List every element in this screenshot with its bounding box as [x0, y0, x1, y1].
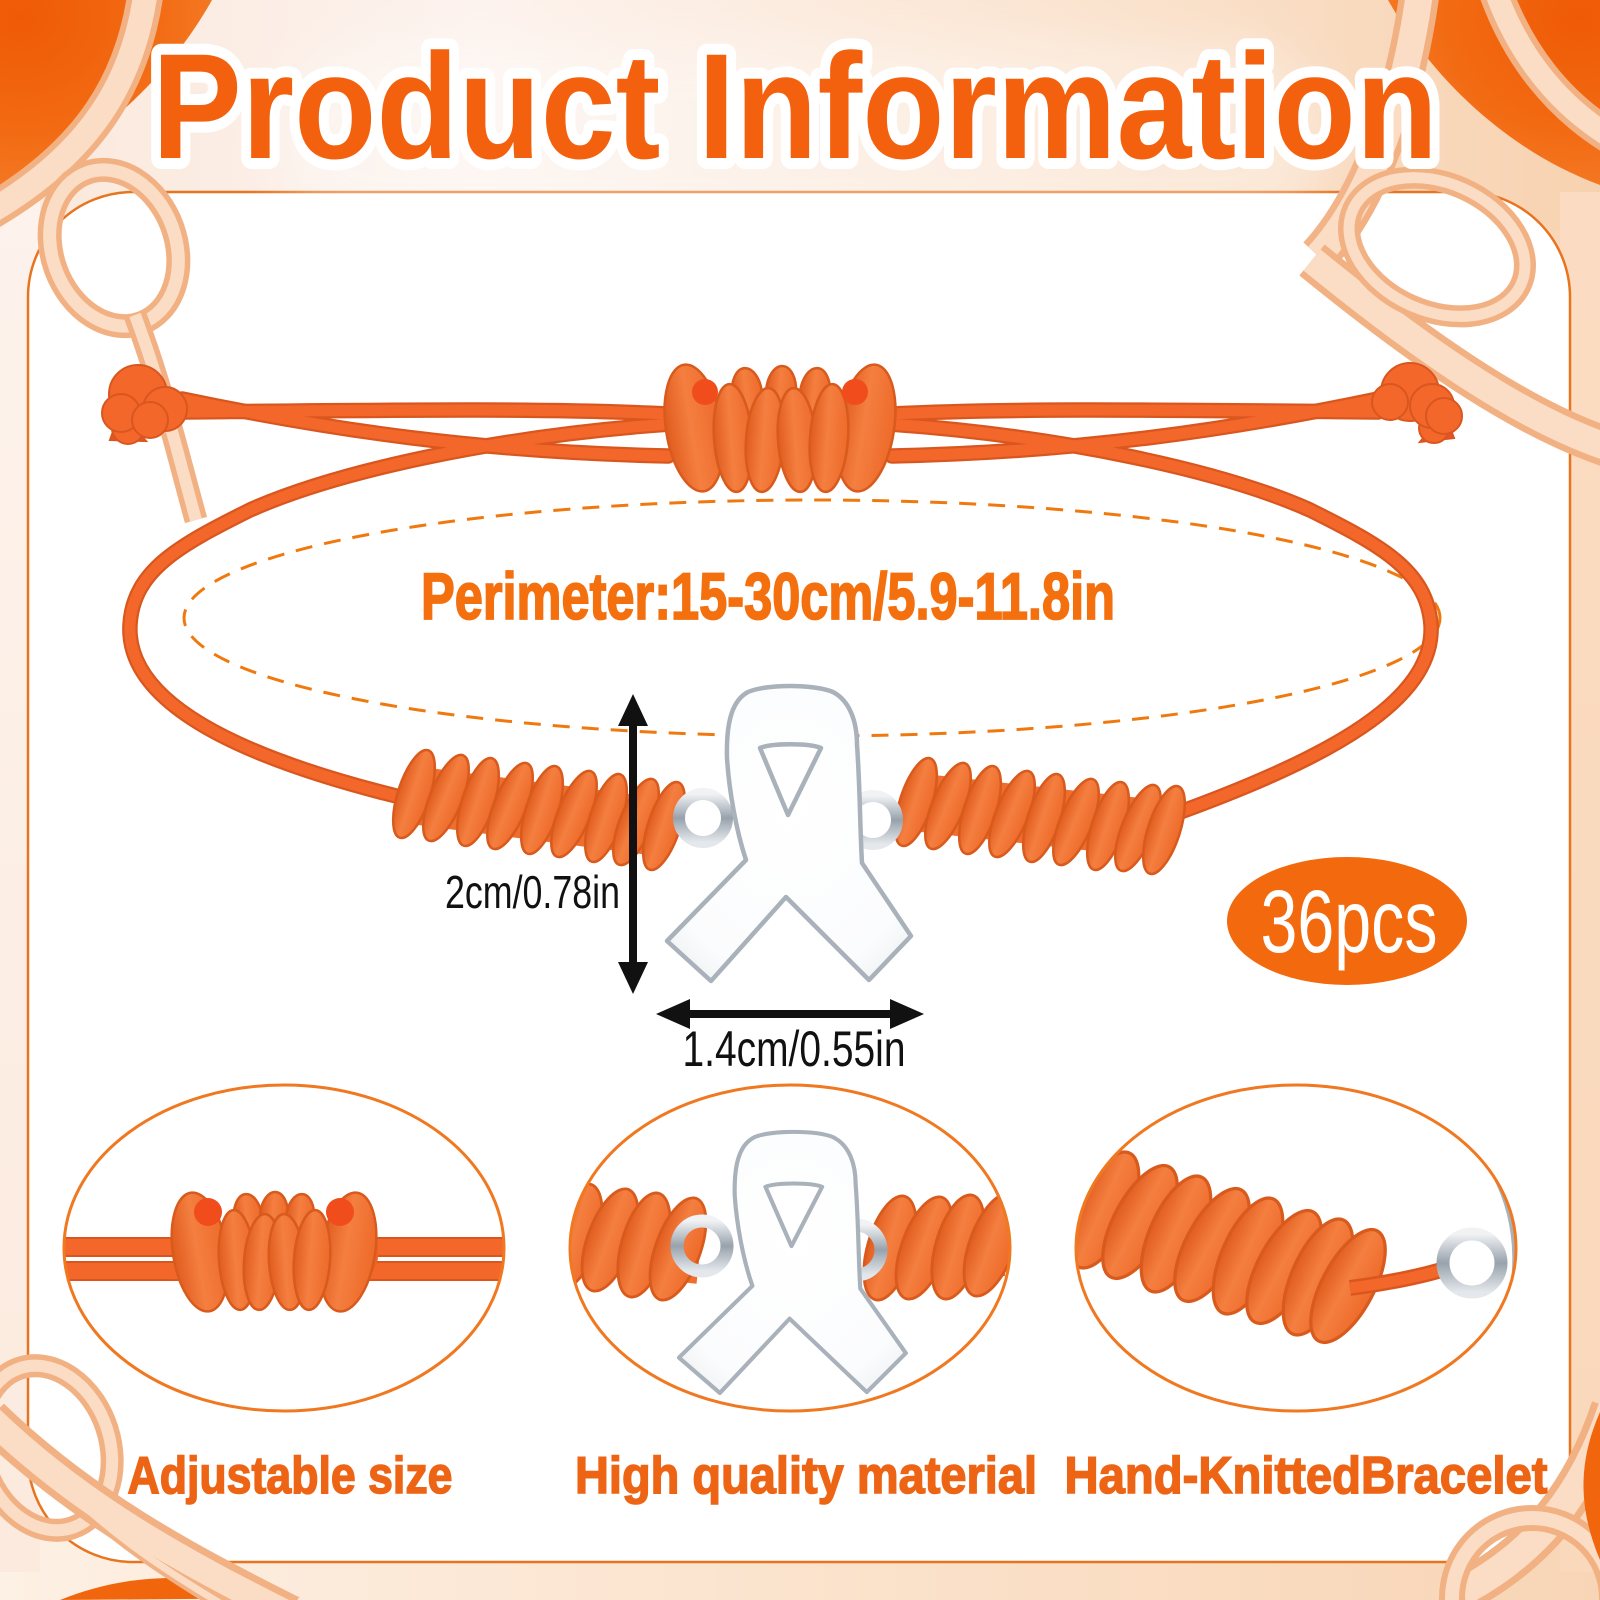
- svg-text:36pcs: 36pcs: [1261, 871, 1438, 971]
- svg-text:High quality material: High quality material: [575, 1447, 1037, 1505]
- svg-text:Product Information: Product Information: [152, 22, 1438, 190]
- svg-text:Adjustable size: Adjustable size: [128, 1447, 453, 1505]
- svg-text:Hand-KnittedBracelet: Hand-KnittedBracelet: [1065, 1447, 1548, 1505]
- svg-text:2cm/0.78in: 2cm/0.78in: [445, 866, 620, 918]
- svg-text:Perimeter:15-30cm/5.9-11.8in: Perimeter:15-30cm/5.9-11.8in: [421, 559, 1115, 633]
- svg-text:1.4cm/0.55in: 1.4cm/0.55in: [683, 1021, 906, 1077]
